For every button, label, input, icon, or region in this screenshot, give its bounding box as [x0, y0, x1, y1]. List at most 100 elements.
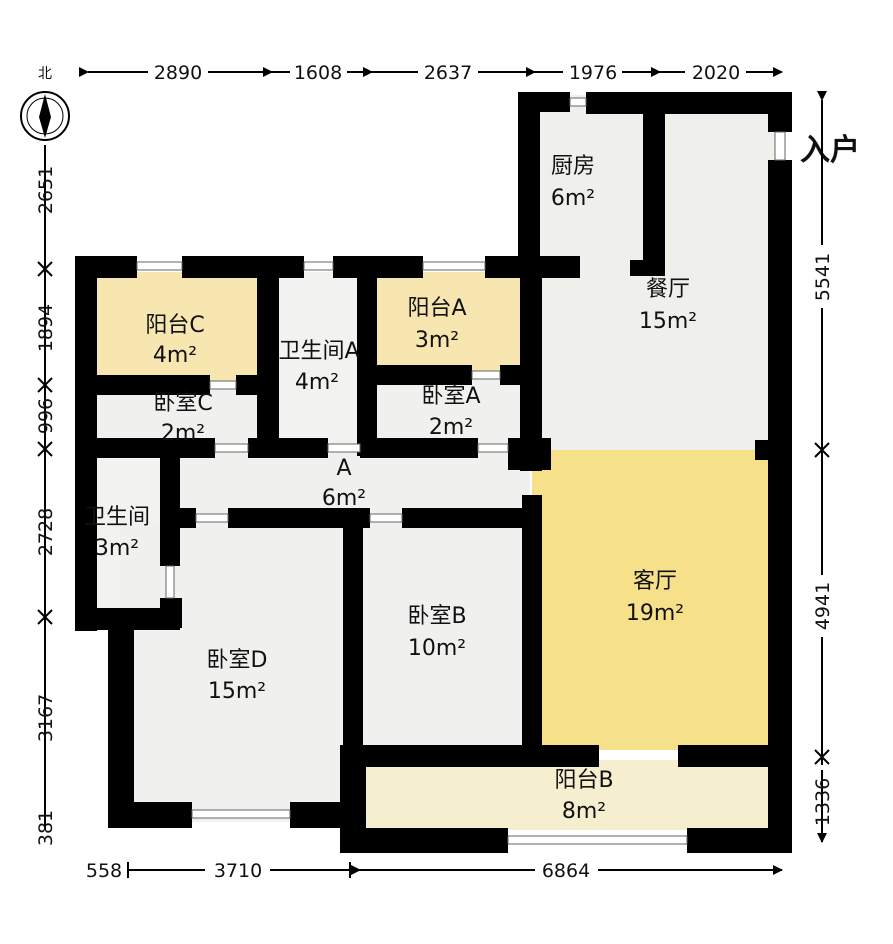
bath-a-area: 4m² — [295, 370, 339, 395]
balcony-a-name: 阳台A — [407, 296, 466, 321]
dining-area: 15m² — [639, 309, 697, 334]
dim-top-4: 1976 — [569, 62, 617, 84]
wall — [520, 256, 542, 471]
kitchen-name: 厨房 — [551, 154, 595, 179]
wall — [343, 745, 599, 767]
dim-tick — [814, 749, 830, 765]
bath-a-name: 卫生间A — [278, 339, 359, 364]
wall — [160, 446, 180, 566]
window — [569, 97, 587, 107]
wall — [678, 745, 788, 767]
dim-tick — [37, 377, 53, 393]
dim-tick — [37, 441, 53, 457]
dim-top-5: 2020 — [692, 62, 740, 84]
bedroom-b-name: 卧室B — [407, 604, 466, 629]
wall — [343, 512, 363, 762]
window — [136, 261, 183, 271]
dim-tick — [814, 442, 830, 458]
wall — [257, 256, 279, 456]
balcony-b-name: 阳台B — [554, 768, 613, 793]
balcony-b-area: 8m² — [562, 799, 606, 824]
hall-a-area: 6m² — [322, 486, 366, 511]
bedroom-a-area: 2m² — [429, 415, 473, 440]
window — [471, 370, 501, 380]
dim-left-3: 996 — [35, 398, 57, 434]
wall — [75, 256, 97, 631]
dim-bottom-2: 3710 — [214, 860, 262, 882]
bedroom-d-name: 卧室D — [207, 648, 268, 673]
bedroom-a-name: 卧室A — [421, 384, 480, 409]
room-labels: 厨房 6m² 餐厅 15m² 阳台A 3m² 卧室A 2m² 卫生间A 4m² … — [84, 154, 697, 824]
balcony-c-area: 4m² — [153, 343, 197, 368]
wall — [236, 375, 276, 395]
dim-bottom-1: 558 — [86, 860, 122, 882]
balcony-c-name: 阳台C — [145, 313, 204, 338]
dim-left-6: 381 — [35, 810, 57, 846]
window — [209, 380, 237, 390]
window — [195, 513, 229, 523]
wall — [360, 438, 478, 458]
bedroom-c-area: 2m² — [161, 421, 205, 446]
walls — [75, 92, 792, 853]
wall — [500, 365, 530, 385]
wall — [90, 375, 210, 395]
wall — [630, 260, 665, 276]
wall — [755, 440, 785, 460]
left-dimension-labels: 2651 1894 996 2728 3167 381 — [35, 166, 57, 846]
door — [774, 131, 786, 161]
bottom-dimensions — [127, 862, 783, 878]
left-dimensions — [37, 145, 53, 830]
dim-top-2: 1608 — [294, 62, 342, 84]
living-floor — [532, 450, 782, 750]
wall — [768, 92, 792, 132]
wall — [340, 828, 508, 853]
dim-right-3: 1336 — [812, 778, 834, 826]
wall — [402, 508, 532, 528]
top-dimension-labels: 2890 1608 2637 1976 2020 — [154, 62, 740, 84]
window — [165, 565, 175, 599]
kitchen-area: 6m² — [551, 186, 595, 211]
dim-right-2: 4941 — [812, 582, 834, 630]
hall-a-name: A — [336, 456, 351, 481]
wall — [586, 92, 792, 114]
balcony-b-floor — [355, 760, 782, 830]
window — [214, 443, 249, 453]
floors — [90, 95, 782, 830]
balcony-a-area: 3m² — [415, 328, 459, 353]
wall — [333, 256, 423, 278]
north-compass-icon: 北 — [20, 66, 70, 141]
window — [477, 443, 509, 453]
dim-top-1: 2890 — [154, 62, 202, 84]
dining-name: 餐厅 — [646, 277, 690, 302]
wall — [357, 256, 377, 456]
wall — [518, 92, 540, 270]
dim-left-5: 3167 — [35, 694, 57, 742]
wall — [248, 438, 328, 458]
window — [191, 809, 291, 819]
windows — [136, 97, 786, 845]
wall — [160, 508, 196, 528]
wall — [108, 802, 192, 828]
balcony-c-floor — [90, 272, 258, 382]
right-dimension-labels: 5541 4941 1336 — [812, 253, 834, 826]
bedroom-b-area: 10m² — [408, 636, 466, 661]
wall — [522, 495, 542, 750]
wall — [108, 608, 134, 828]
bedroom-b-floor — [360, 522, 532, 752]
bath-a-floor — [268, 272, 367, 447]
bedroom-c-name: 卧室C — [153, 391, 212, 416]
wall — [228, 508, 370, 528]
wall — [182, 256, 304, 278]
bath-area: 3m² — [95, 536, 139, 561]
bedroom-d-area: 15m² — [208, 679, 266, 704]
compass-ring — [20, 91, 70, 141]
window — [422, 261, 486, 271]
wall — [367, 365, 472, 385]
living-name: 客厅 — [633, 569, 677, 594]
bath-name: 卫生间 — [84, 505, 150, 530]
balcony-a-floor — [367, 272, 527, 372]
wall — [90, 438, 215, 458]
wall — [508, 438, 551, 470]
bedroom-d-floor — [120, 522, 352, 822]
